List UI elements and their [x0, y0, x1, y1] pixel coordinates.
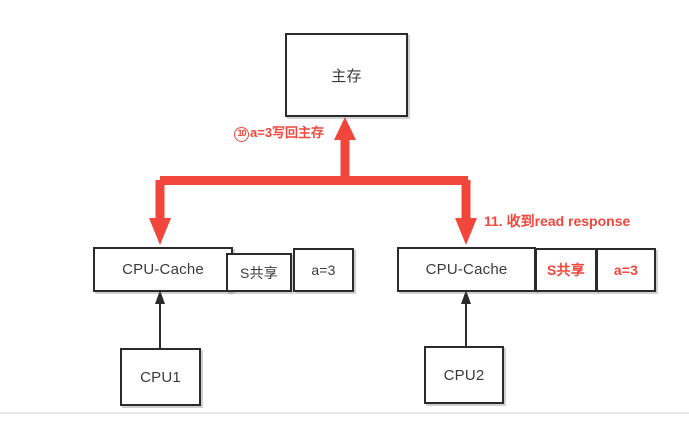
writeback-step-marker: 10	[234, 127, 249, 142]
left-cache-value-box: a=3	[293, 248, 354, 292]
main-memory-label: 主存	[331, 67, 362, 85]
left-branch-stem	[155, 180, 165, 220]
cpu1-arrow-stem	[159, 300, 161, 350]
right-cache-state-label: S共享	[547, 262, 585, 278]
cpu2-arrowhead	[461, 290, 471, 304]
left-cache-state-box: S共享	[226, 253, 292, 292]
cpu1-arrowhead	[155, 290, 165, 304]
main-memory-box: 主存	[285, 33, 408, 117]
right-cache-state-box: S共享	[535, 248, 597, 292]
left-cache-label: CPU-Cache	[122, 261, 204, 278]
right-cache-value-box: a=3	[596, 248, 656, 292]
cpu1-box: CPU1	[120, 348, 201, 406]
writeback-arrowhead	[334, 117, 356, 140]
left-cache-box: CPU-Cache	[93, 247, 233, 292]
right-branch-arrowhead	[455, 218, 477, 245]
cpu2-label: CPU2	[443, 366, 485, 384]
bottom-separator	[0, 412, 689, 414]
bus-bar	[160, 176, 468, 185]
cpu1-label: CPU1	[140, 368, 181, 386]
right-branch-stem	[461, 180, 471, 220]
right-cache-box: CPU-Cache	[397, 247, 536, 292]
writeback-text: a=3写回主存	[250, 125, 325, 140]
right-cache-label: CPU-Cache	[425, 261, 508, 278]
cpu2-box: CPU2	[424, 346, 504, 404]
read-response-annotation: 11. 收到read response	[484, 213, 631, 229]
left-cache-state-label: S共享	[240, 264, 278, 281]
left-cache-value-label: a=3	[311, 262, 336, 278]
writeback-stem	[340, 135, 350, 181]
right-cache-value-label: a=3	[613, 262, 639, 278]
left-branch-arrowhead	[149, 218, 171, 245]
